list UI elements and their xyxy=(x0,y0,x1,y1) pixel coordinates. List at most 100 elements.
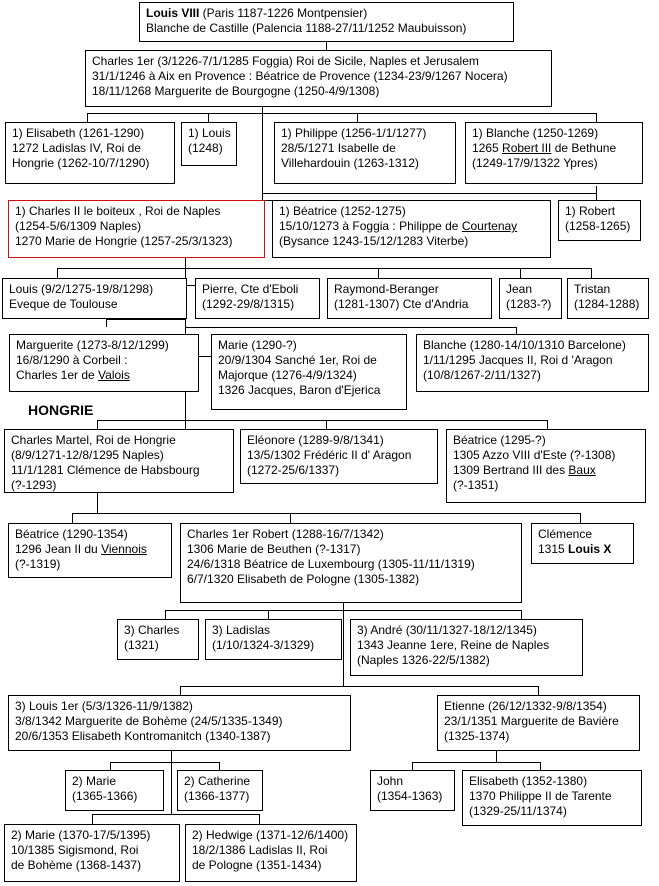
spouse-dates: (1249-17/9/1322 Ypres) xyxy=(472,156,598,170)
connector xyxy=(72,513,73,523)
spouse-dates: (10/8/1267-2/11/1327) xyxy=(423,368,541,382)
connector xyxy=(262,193,263,200)
connector xyxy=(208,113,209,122)
person-dates: (1258-1265) xyxy=(565,219,631,233)
connector xyxy=(106,319,186,320)
person-line: Louis (9/2/1275-19/8/1298) xyxy=(9,282,154,296)
person-line: Béatrice (1290-1354) xyxy=(15,527,128,541)
connector xyxy=(290,513,291,523)
spouse-name: Charles 1er de xyxy=(16,368,99,382)
person-line: Jean xyxy=(506,282,533,296)
person-line: 2) Marie (1370-17/5/1395) xyxy=(11,828,151,842)
person-marguerite-1273: Marguerite (1273-8/12/1299) 16/8/1290 à … xyxy=(9,334,199,392)
spouse-line: Majorque (1276-4/9/1324) xyxy=(218,368,357,382)
connector xyxy=(268,610,269,619)
person-dates: (1248) xyxy=(188,141,223,155)
spouse-line: 20/9/1304 Sanché 1er, Roi de xyxy=(218,353,377,367)
person-line: Marguerite (1273-8/12/1299) xyxy=(16,338,169,352)
person-louis-toulouse: Louis (9/2/1275-19/8/1298) Eveque de Tou… xyxy=(2,278,187,319)
person-marie-1290: Marie (1290-?) 20/9/1304 Sanché 1er, Roi… xyxy=(211,334,407,410)
person-line: 1) Blanche (1250-1269) xyxy=(472,126,599,140)
spouse-name: Louis X xyxy=(568,542,612,556)
connector xyxy=(165,610,166,619)
person-dates: (1321) xyxy=(124,638,159,652)
spouse-line: Hongrie (1262-10/7/1290) xyxy=(12,156,150,170)
spouse-line: 6/7/1320 Elisabeth de Pologne (1305-1382… xyxy=(187,572,420,586)
person-line: 1) Philippe (1256-1/1/1277) xyxy=(281,126,427,140)
person-charles-1321: 3) Charles (1321) xyxy=(117,619,199,660)
connector xyxy=(326,420,327,429)
person-line: 1) Louis xyxy=(188,126,231,140)
connector xyxy=(97,420,548,421)
spouse-line: de Pologne (1351-1434) xyxy=(192,858,322,872)
connector xyxy=(185,327,517,328)
connector xyxy=(92,814,260,815)
person-raymond-beranger: Raymond-Beranger (1281-1307) Cte d'Andri… xyxy=(327,278,492,319)
connector xyxy=(92,814,93,824)
person-line: 1) Charles II le boiteux , Roi de Naples xyxy=(15,204,221,218)
person-line: Etienne (26/12/1332-9/8/1354) xyxy=(444,699,607,713)
spouse-line: 28/5/1271 Isabelle de xyxy=(281,141,396,155)
person-louis-1er: 3) Louis 1er (5/3/1326-11/9/1382) 3/8/13… xyxy=(8,695,351,751)
spouse-title: de Bethune xyxy=(551,141,617,155)
marriage-date: 1265 xyxy=(472,141,503,155)
spouse-dates: (1329-25/11/1374) xyxy=(469,804,567,818)
connector xyxy=(165,610,522,611)
connector xyxy=(357,113,358,122)
person-jean: Jean (1283-?) xyxy=(499,278,562,319)
connector xyxy=(97,492,98,514)
connector xyxy=(516,327,517,334)
person-line: 1) Elisabeth (1261-1290) xyxy=(12,126,145,140)
person-dates: (Paris 1187-1226 Montpensier) xyxy=(199,6,368,20)
person-line: Elisabeth (1352-1380) xyxy=(469,774,588,788)
connector xyxy=(180,686,539,687)
connector xyxy=(596,113,597,122)
person-charles-martel: Charles Martel, Roi de Hongrie (8/9/1271… xyxy=(4,429,234,493)
person-beatrice-1295: Béatrice (1295-?) 1305 Azzo VIII d'Este … xyxy=(446,429,646,503)
person-elisabeth: 1) Elisabeth (1261-1290) 1272 Ladislas I… xyxy=(5,122,175,184)
person-dates: (8/9/1271-12/8/1295 Naples) xyxy=(11,448,164,462)
spouse-link[interactable]: Valois xyxy=(98,368,130,382)
spouse-line: 31/1/1246 à Aix en Provence : Béatrice d… xyxy=(92,69,508,83)
spouse-dates: (Naples 1326-22/5/1382) xyxy=(357,653,490,667)
spouse-line: 1272 Ladislas IV, Roi de xyxy=(12,141,141,155)
spouse-link[interactable]: Courtenay xyxy=(461,219,518,233)
connector xyxy=(547,420,548,429)
person-john: John (1354-1363) xyxy=(370,770,455,811)
person-blanche-1250: 1) Blanche (1250-1269) 1265 Robert III d… xyxy=(465,122,643,184)
person-line: 3) Louis 1er (5/3/1326-11/9/1382) xyxy=(15,699,193,713)
person-line: 1) Robert xyxy=(565,204,616,218)
person-philippe: 1) Philippe (1256-1/1/1277) 28/5/1271 Is… xyxy=(274,122,456,184)
connector xyxy=(496,750,497,762)
connector xyxy=(87,113,597,114)
connector xyxy=(57,268,58,278)
connector xyxy=(110,762,111,770)
person-ladislas: 3) Ladislas (1/10/1324-3/1329) xyxy=(205,619,342,660)
connector xyxy=(521,610,522,619)
person-line: Pierre, Cte d'Eboli xyxy=(202,282,299,296)
connector xyxy=(106,319,107,327)
spouse-line: 1270 Marie de Hongrie (1257-25/3/1323) xyxy=(15,234,233,248)
spouse-dates: (Bysance 1243-15/12/1283 Viterbe) xyxy=(279,234,469,248)
person-dates: (1283-?) xyxy=(506,297,552,311)
person-eleonore: Eléonore (1289-9/8/1341) 13/5/1302 Frédé… xyxy=(240,429,438,484)
spouse-line: 10/1385 Sigismond, Roi xyxy=(11,843,139,857)
person-line: 3) André (30/11/1327-18/12/1345) xyxy=(357,623,537,637)
person-line: 3) Charles xyxy=(124,623,180,637)
spouse-link[interactable]: Baux xyxy=(568,463,596,477)
spouse-line: 1343 Jeanne 1ere, Reine de Naples xyxy=(357,638,550,652)
spouse-name: 1296 Jean II du xyxy=(15,542,102,556)
spouse-line: 13/5/1302 Frédéric II d' Aragon xyxy=(247,448,412,462)
person-beatrice-1252: 1) Béatrice (1252-1275) 15/10/1273 à Fog… xyxy=(272,200,551,258)
person-elisabeth-1352: Elisabeth (1352-1380) 1370 Philippe II d… xyxy=(462,770,642,826)
person-dates: (1/10/1324-3/1329) xyxy=(212,638,315,652)
spouse-link[interactable]: Viennois xyxy=(101,542,147,556)
connector xyxy=(262,200,272,201)
person-clemence: Clémence 1315 Louis X xyxy=(531,523,634,564)
spouse-line: Villehardouin (1263-1312) xyxy=(281,156,419,170)
connector xyxy=(378,268,379,278)
connector xyxy=(520,268,521,278)
spouse-link[interactable]: Robert III xyxy=(502,141,552,155)
connector xyxy=(259,814,260,824)
person-title: Eveque de Toulouse xyxy=(9,297,118,311)
